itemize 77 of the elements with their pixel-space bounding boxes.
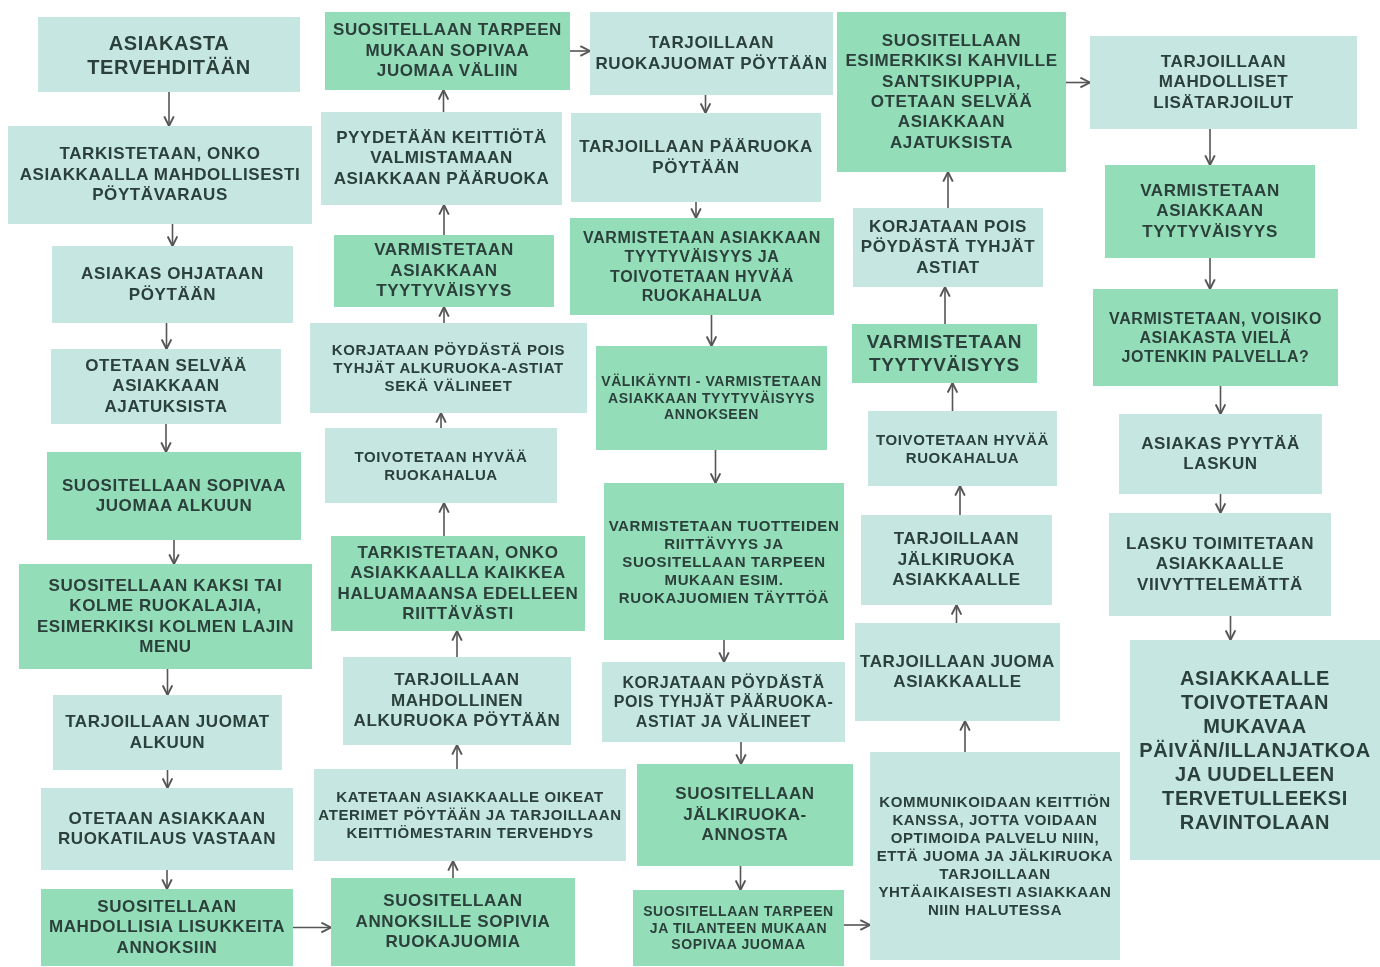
- process-box: VARMISTETAAN ASIAKKAAN TYYTYVÄISYYS: [334, 235, 554, 307]
- arrow: [718, 639, 730, 663]
- process-box: SUOSITELLAAN ESIMERKIKSI KAHVILLE SANTSIKUPPIA, OTETAAN SELVÄÄ ASIAKKAAN AJATUKSISTA: [837, 12, 1066, 172]
- arrow: [1214, 385, 1227, 415]
- arrow: [438, 204, 450, 236]
- arrow: [292, 921, 332, 934]
- arrow: [954, 485, 966, 516]
- arrow: [451, 630, 463, 658]
- process-box: ASIAKASTA TERVEHDITÄÄN: [38, 17, 300, 92]
- arrow: [1224, 615, 1237, 641]
- arrow: [705, 314, 718, 347]
- arrow: [1065, 76, 1091, 89]
- process-box: TOIVOTETAAN HYVÄÄ RUOKAHALUA: [325, 428, 557, 503]
- arrow: [166, 223, 179, 247]
- process-box: VARMISTETAAN TUOTTEIDEN RIITTÄVYYS JA SUOSITELLAAN TARPEEN MUKAAN ESIM. RUOKAJUOMIEN TÄYTTÖÄ: [604, 483, 844, 640]
- arrow: [161, 869, 173, 890]
- process-box: KATETAAN ASIAKKAALLE OIKEAT ATERIMET PÖYTÄÄN JA TARJOILLAAN KEITTIÖMESTARIN TERVEHDYS: [314, 769, 626, 861]
- process-box: TARJOILLAAN MAHDOLLISET LISÄTARJOILUT: [1090, 36, 1357, 129]
- process-box: VÄLIKÄYNTI - VARMISTETAAN ASIAKKAAN TYYTYVÄISYYS ANNOKSEEN: [596, 346, 827, 450]
- arrow: [160, 423, 172, 453]
- process-box: SUOSITELLAAN ANNOKSILLE SOPIVIA RUOKAJUOMIA: [331, 878, 575, 966]
- process-box: TARJOILLAAN JÄLKIRUOKA ASIAKKAALLE: [861, 515, 1052, 605]
- arrow: [942, 171, 954, 209]
- process-box: SUOSITELLAAN TARPEEN JA TILANTEEN MUKAAN SOPIVAA JUOMAA: [633, 890, 844, 966]
- process-box: TARKISTETAAN, ONKO ASIAKKAALLA MAHDOLLISESTI PÖYTÄVARAUS: [8, 126, 312, 224]
- process-box: OTETAAN ASIAKKAAN RUOKATILAUS VASTAAN: [41, 788, 293, 870]
- arrow: [160, 322, 173, 350]
- process-box: LASKU TOIMITETAAN ASIAKKAALLE VIIVYTTELEMÄTTÄ: [1109, 513, 1331, 616]
- arrow: [569, 45, 591, 57]
- process-box: TARJOILLAAN MAHDOLLINEN ALKURUOKA PÖYTÄÄN: [343, 657, 571, 745]
- process-box: TOIVOTETAAN HYVÄÄ RUOKAHALUA: [868, 411, 1057, 486]
- arrow: [435, 412, 447, 429]
- arrow: [437, 89, 450, 113]
- arrow: [843, 919, 871, 931]
- process-box: TARKISTETAAN, ONKO ASIAKKAALLA KAIKKEA HALUAMAANSA EDELLEEN RIITTÄVÄSTI: [331, 536, 585, 631]
- arrow: [451, 744, 463, 770]
- process-box: ASIAKAS PYYTÄÄ LASKUN: [1119, 414, 1322, 494]
- arrow: [161, 668, 174, 696]
- arrow: [161, 769, 174, 789]
- process-box: SUOSITELLAAN JÄLKIRUOKA-ANNOSTA: [637, 764, 853, 866]
- arrow: [163, 91, 175, 127]
- arrow: [939, 286, 951, 325]
- process-box: ASIAKAS OHJATAAN PÖYTÄÄN: [52, 246, 293, 323]
- arrow: [734, 865, 747, 891]
- process-box: TARJOILLAAN PÄÄRUOKA PÖYTÄÄN: [571, 113, 821, 202]
- process-box: KORJATAAN POIS PÖYDÄSTÄ TYHJÄT ASTIAT: [853, 208, 1043, 287]
- arrow: [690, 201, 702, 219]
- process-box: KOMMUNIKOIDAAN KEITTIÖN KANSSA, JOTTA VOIDAAN OPTIMOIDA PALVELU NIIN, ETTÄ JUOMA JA JÄLKIRUOKA TARJOILLAAN YHTÄAIKAISESTI ASIAKKAAN NIIN HALUTESSA: [870, 752, 1120, 960]
- process-box: OTETAAN SELVÄÄ ASIAKKAAN AJATUKSISTA: [51, 349, 281, 424]
- process-box: SUOSITELLAAN TARPEEN MUKAAN SOPIVAA JUOMAA VÄLIIN: [325, 12, 570, 90]
- process-box: SUOSITELLAAN KAKSI TAI KOLME RUOKALAJIA, ESIMERKIKSI KOLMEN LAJIN MENU: [19, 564, 312, 669]
- process-box: KORJATAAN PÖYDÄSTÄ POIS TYHJÄT PÄÄRUOKA-ASTIAT JA VÄLINEET: [602, 662, 845, 742]
- arrow: [1204, 128, 1216, 166]
- arrow: [168, 539, 180, 565]
- process-box: SUOSITELLAAN MAHDOLLISIA LISUKKEITA ANNOKSIIN: [41, 889, 293, 966]
- arrow: [959, 720, 971, 753]
- arrow: [438, 306, 450, 324]
- arrow: [438, 502, 450, 537]
- arrow: [950, 604, 963, 624]
- process-box: VARMISTETAAN ASIAKKAAN TYYTYVÄISYYS: [1105, 165, 1315, 258]
- process-box: SUOSITELLAAN SOPIVAA JUOMAA ALKUUN: [47, 452, 301, 540]
- process-box: ASIAKKAALLE TOIVOTETAAN MUKAVAA PÄIVÄN/ILLANJATKOA JA UUDELLEEN TERVETULLEEKSI RAVINTOLAAN: [1130, 640, 1380, 860]
- arrow: [447, 860, 459, 879]
- arrow: [1214, 493, 1227, 514]
- process-box: VARMISTETAAN, VOISIKO ASIAKASTA VIELÄ JOTENKIN PALVELLA?: [1093, 289, 1338, 386]
- process-box: TARJOILLAAN JUOMAT ALKUUN: [53, 695, 282, 770]
- arrow: [946, 382, 959, 412]
- process-box: VARMISTETAAN ASIAKKAAN TYYTYVÄISYYS JA TOIVOTETAAN HYVÄÄ RUOKAHALUA: [570, 218, 834, 315]
- process-box: KORJATAAN PÖYDÄSTÄ POIS TYHJÄT ALKURUOKA-ASTIAT SEKÄ VÄLINEET: [310, 323, 587, 413]
- arrow: [735, 741, 747, 765]
- arrow: [709, 449, 722, 484]
- process-box: TARJOILLAAN JUOMA ASIAKKAALLE: [855, 623, 1060, 721]
- process-box: TARJOILLAAN RUOKAJUOMAT PÖYTÄÄN: [590, 12, 833, 95]
- process-box: PYYDETÄÄN KEITTIÖTÄ VALMISTAMAAN ASIAKKAAN PÄÄRUOKA: [321, 112, 562, 205]
- process-box: VARMISTETAAN TYYTYVÄISYYS: [852, 324, 1037, 383]
- arrow: [699, 94, 712, 114]
- arrow: [1204, 257, 1216, 290]
